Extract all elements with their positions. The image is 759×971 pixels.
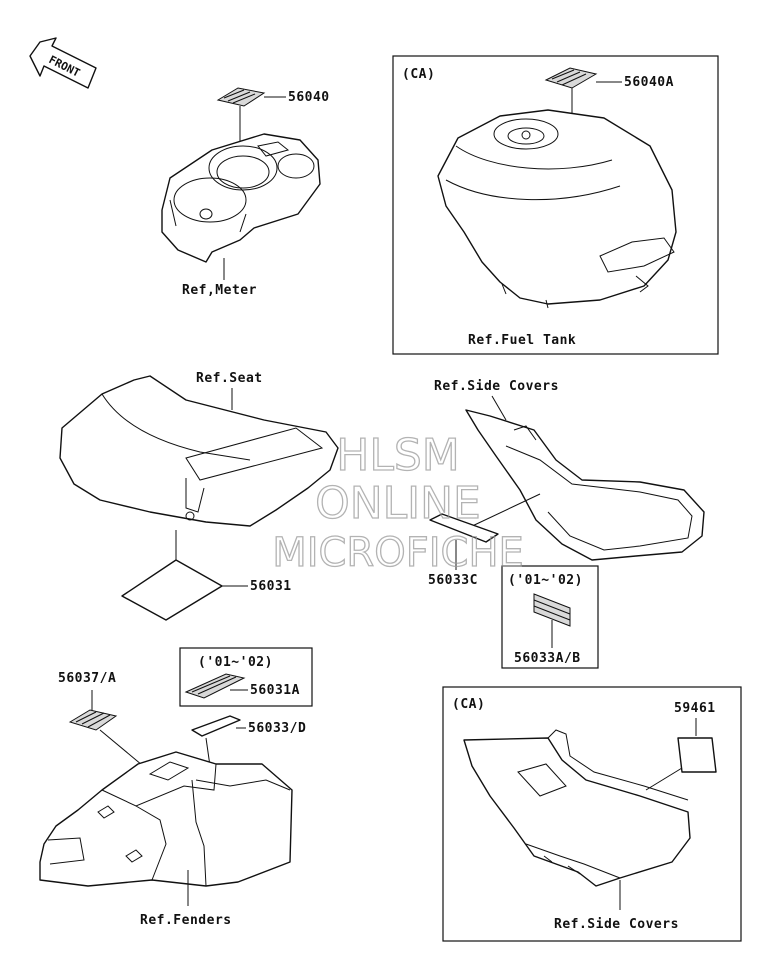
watermark-line-1: HLSM	[336, 430, 460, 481]
fuel-tank-ca-box	[392, 55, 719, 355]
fenders-a-decal	[68, 709, 118, 731]
meter-housing	[161, 133, 321, 263]
fenders-ref-label: Ref.Fenders	[140, 913, 232, 928]
upper-side-covers-ref-label: Ref.Side Covers	[434, 379, 559, 394]
fenders-part-d: 56033/D	[248, 721, 306, 736]
meter-part-number: 56040	[288, 90, 330, 105]
fuel-tank	[437, 109, 677, 305]
seat-ref-label: Ref.Seat	[196, 371, 263, 386]
seat-part-number: 56031	[250, 579, 292, 594]
seat-label-decal	[121, 559, 223, 621]
lower-side-covers-ref-label: Ref.Side Covers	[554, 917, 679, 932]
fenders-variant: ('01~'02)	[198, 655, 273, 670]
fuel-tank-label-decal	[544, 67, 598, 89]
lower-side-covers-part-number: 59461	[674, 701, 716, 716]
lower-side-cover-decal	[677, 737, 717, 773]
upper-side-covers-group: Ref.Side Covers 56033C ('01~'02) 56033A/…	[428, 379, 705, 669]
fenders-variant-part: 56031A	[250, 683, 300, 698]
meter-ref-label: Ref,Meter	[182, 283, 257, 298]
lower-side-covers-ca-box	[442, 686, 742, 942]
fuel-tank-group: (CA) 56040A Ref.Fuel Tank	[392, 55, 719, 355]
watermark-line-3: MICROFICHE	[272, 530, 524, 576]
watermark-line-2: ONLINE	[315, 478, 481, 529]
upper-side-cover-part-number: 56033C	[428, 573, 478, 588]
lower-side-covers-variant: (CA)	[452, 697, 485, 712]
upper-side-cover-variant-box	[501, 565, 599, 669]
fenders-part-a: 56037/A	[58, 671, 116, 686]
rear-fender	[39, 751, 293, 887]
seat-group: Ref.Seat 56031	[59, 371, 339, 621]
seat	[59, 375, 339, 527]
upper-side-cover	[465, 409, 705, 561]
fenders-group: ('01~'02) 56031A 56037/A 56033/D Ref.Fen…	[39, 647, 313, 928]
fuel-tank-variant: (CA)	[402, 67, 435, 82]
fenders-d-decal	[191, 715, 241, 737]
front-arrow: FRONT	[29, 37, 97, 89]
upper-side-cover-variant: ('01~'02)	[508, 573, 583, 588]
fuel-tank-ref-label: Ref.Fuel Tank	[468, 333, 576, 348]
fuel-tank-part-number: 56040A	[624, 75, 674, 90]
lower-side-covers-group: (CA) 59461 Ref.Side Covers	[442, 686, 742, 942]
upper-side-cover-variant-part: 56033A/B	[514, 651, 581, 666]
meter-group: 56040 Ref,Meter	[161, 87, 330, 298]
upper-side-cover-decal	[429, 513, 499, 543]
fenders-variant-box	[179, 647, 313, 707]
watermark: HLSM ONLINE MICROFICHE	[272, 429, 525, 576]
meter-label-decal	[216, 87, 266, 107]
